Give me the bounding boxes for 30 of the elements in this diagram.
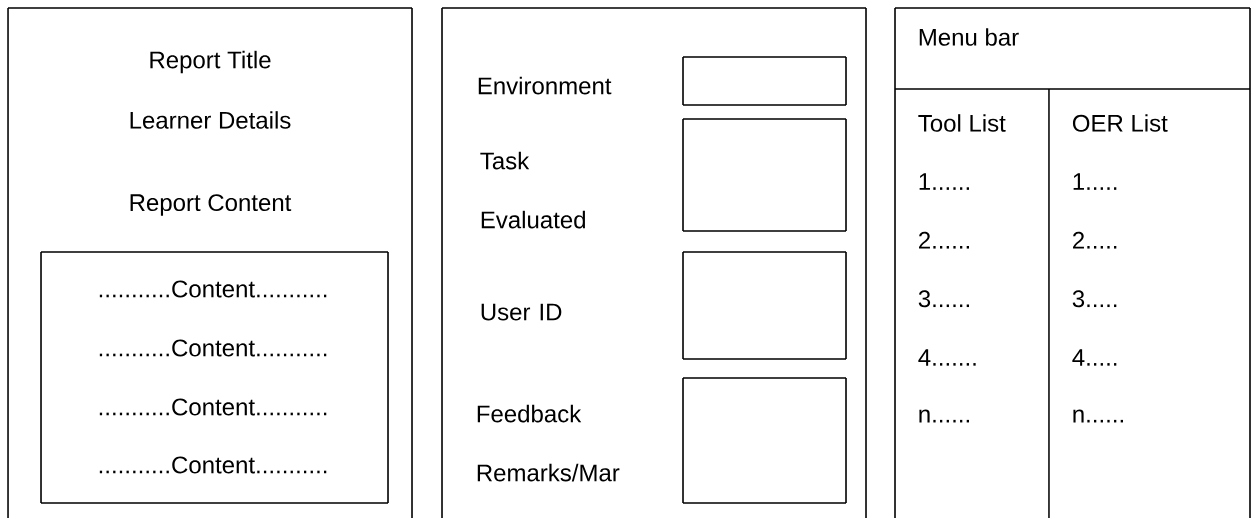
field-label: Task Evaluated xyxy=(480,151,585,229)
list-item: 2..... xyxy=(1073,231,1117,249)
panel-heading: Learner Details xyxy=(130,111,291,129)
list-item: 1..... xyxy=(1073,173,1117,190)
list-item: 4..... xyxy=(1072,349,1117,366)
list-item: 3..... xyxy=(1072,290,1117,308)
field-label: Environment xyxy=(478,76,612,95)
list-item: n...... xyxy=(919,409,969,423)
menu-label: Menu bar xyxy=(919,28,1019,46)
input-field xyxy=(682,251,847,360)
list-item: 2...... xyxy=(919,231,969,249)
input-field xyxy=(682,377,847,504)
field-label: Feedback Remarks/Mar xyxy=(477,404,620,482)
list-item: 4....... xyxy=(918,349,976,366)
list-item: OER List xyxy=(1072,114,1168,132)
content-line: ...........Content........... xyxy=(99,339,327,357)
content-line: ...........Content........... xyxy=(99,398,327,416)
list-item: n...... xyxy=(1073,409,1123,423)
list-item: 3...... xyxy=(918,290,969,308)
field-label: User ID xyxy=(481,303,562,321)
list-item: Tool List xyxy=(918,114,1006,132)
form-panel xyxy=(441,7,867,518)
content-line: ...........Content........... xyxy=(99,280,327,298)
panel-heading: Report Content xyxy=(130,194,292,216)
list-item: 1...... xyxy=(919,173,969,190)
content-line: ...........Content........... xyxy=(99,456,327,474)
lists-panel xyxy=(894,7,1251,518)
input-field xyxy=(682,118,847,232)
panel-heading: Report Title xyxy=(150,50,271,74)
input-field xyxy=(682,56,847,106)
